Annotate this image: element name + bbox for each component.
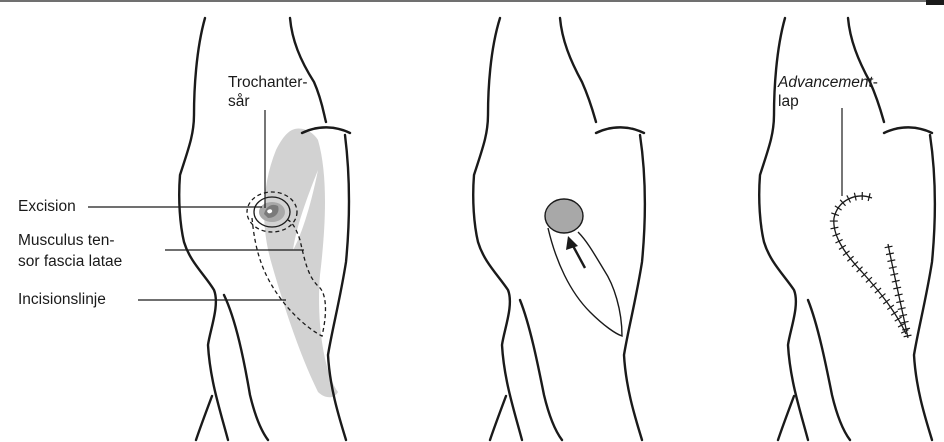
musculus-label-line1: Musculus ten- <box>18 232 114 249</box>
suture-stitch <box>886 253 894 255</box>
suture-stitch <box>895 294 903 296</box>
suture-stitch <box>843 251 850 256</box>
suture-stitch <box>887 305 894 310</box>
hip-crease <box>596 127 644 133</box>
knee-curve-2 <box>778 396 794 440</box>
knee-curve <box>224 295 268 440</box>
knee-curve-2 <box>196 396 212 440</box>
body-outline-thigh-front <box>914 135 935 440</box>
excision-label: Excision <box>18 198 76 215</box>
knee-curve <box>808 300 850 440</box>
trochanter-label-line1: Trochanter- <box>228 74 308 91</box>
suture-stitch <box>901 321 909 323</box>
advancement-label-hyphen: - <box>873 74 878 91</box>
suture-stitch <box>831 227 839 229</box>
body-outline-back <box>179 18 228 440</box>
suture-stitch <box>835 206 842 210</box>
suture-stitch <box>904 335 912 337</box>
panel-2-flap-rotation <box>473 18 645 440</box>
rotation-arrow-head <box>566 236 578 250</box>
suture-stitches <box>830 192 912 337</box>
incision-label: Incisionslinje <box>18 291 106 308</box>
frame-corner-mark <box>926 0 944 5</box>
advancement-label-line1: Advancement- <box>777 74 878 91</box>
suture-stitch <box>896 301 904 303</box>
knee-curve-2 <box>490 396 506 440</box>
suture-stitch <box>885 246 893 248</box>
body-outline-front <box>290 18 326 122</box>
suture-stitch <box>892 280 900 282</box>
suture-stitch <box>891 311 898 315</box>
suture-stitch <box>898 308 906 310</box>
advancement-label-italic: Advancement <box>777 74 873 91</box>
suture-stitch <box>893 287 901 289</box>
suture-stitch <box>883 299 889 304</box>
knee-curve <box>520 300 562 440</box>
panel-1-before: Trochanter- sår Excision Musculus ten- s… <box>18 18 350 440</box>
body-outline-front <box>560 18 596 122</box>
panel-3-advancement-flap: Advancement- lap <box>759 18 935 440</box>
advancement-label-line2: lap <box>778 93 799 110</box>
rotation-arrow-shaft <box>572 244 585 268</box>
trochanter-label-line2: sår <box>228 93 250 110</box>
body-outline-thigh-front <box>624 135 645 440</box>
body-outline-front <box>848 18 884 122</box>
rotated-flap-outline <box>548 228 622 336</box>
suture-stitch <box>890 274 898 276</box>
suture-stitch <box>899 315 907 317</box>
suture-stitch <box>889 267 897 269</box>
wound-defect <box>545 199 583 233</box>
hip-crease <box>884 127 932 133</box>
body-outline-back <box>473 18 522 440</box>
suture-stitch <box>887 260 895 262</box>
musculus-label-line2: sor fascia latae <box>18 253 122 270</box>
